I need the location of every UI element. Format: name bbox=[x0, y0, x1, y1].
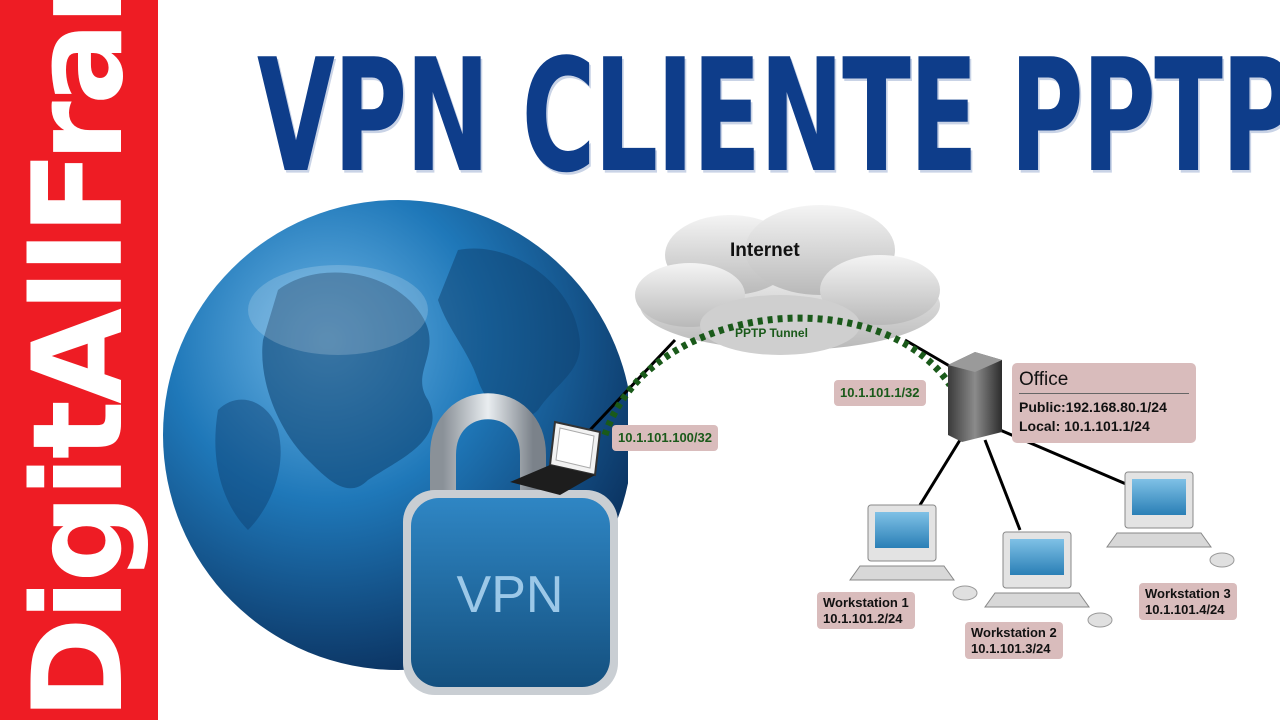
main-title: VPN CLIENTE PPTP bbox=[256, 27, 1280, 208]
workstation-3-name: Workstation 3 bbox=[1145, 586, 1231, 601]
link-laptop-cloud bbox=[588, 338, 677, 432]
link-router-ws2 bbox=[983, 439, 1022, 531]
office-local-ip: Local: 10.1.101.1/24 bbox=[1019, 418, 1150, 434]
workstation-1-name: Workstation 1 bbox=[823, 595, 909, 610]
workstation-3-icon bbox=[1106, 471, 1235, 568]
padlock-icon bbox=[403, 393, 618, 695]
tunnel-label: PPTP Tunnel bbox=[735, 326, 808, 340]
laptop-icon bbox=[510, 420, 602, 495]
pptp-tunnel-path bbox=[601, 314, 953, 437]
office-public-ip: Public:192.168.80.1/24 bbox=[1019, 399, 1167, 415]
workstation-2-name: Workstation 2 bbox=[971, 625, 1057, 640]
workstation-1-label: Workstation 1 10.1.101.2/24 bbox=[817, 592, 915, 630]
router-tunnel-ip-tag: 10.1.101.1/32 bbox=[834, 380, 926, 406]
globe-lock-illustration: VPN bbox=[163, 200, 628, 695]
workstation-1-icon bbox=[849, 504, 978, 601]
office-router-icon bbox=[948, 352, 1002, 442]
lock-label: VPN bbox=[457, 566, 564, 624]
workstation-3-ip: 10.1.101.4/24 bbox=[1145, 601, 1225, 617]
internet-label: Internet bbox=[730, 240, 800, 261]
workstation-1-ip: 10.1.101.2/24 bbox=[823, 610, 903, 626]
client-ip-tag: 10.1.101.100/32 bbox=[612, 425, 718, 451]
office-info-box: Office Public:192.168.80.1/24 Local: 10.… bbox=[1012, 363, 1196, 443]
workstation-2-icon bbox=[984, 531, 1113, 628]
workstation-2-label: Workstation 2 10.1.101.3/24 bbox=[965, 622, 1063, 660]
office-name: Office bbox=[1019, 369, 1069, 390]
workstation-3-label: Workstation 3 10.1.101.4/24 bbox=[1139, 583, 1237, 621]
internet-cloud-icon bbox=[635, 205, 940, 355]
side-banner: DigitAllFran bbox=[0, 0, 158, 720]
workstation-2-ip: 10.1.101.3/24 bbox=[971, 640, 1051, 656]
office-divider bbox=[1019, 393, 1189, 394]
link-router-ws1 bbox=[918, 439, 962, 506]
globe-icon bbox=[163, 200, 628, 670]
